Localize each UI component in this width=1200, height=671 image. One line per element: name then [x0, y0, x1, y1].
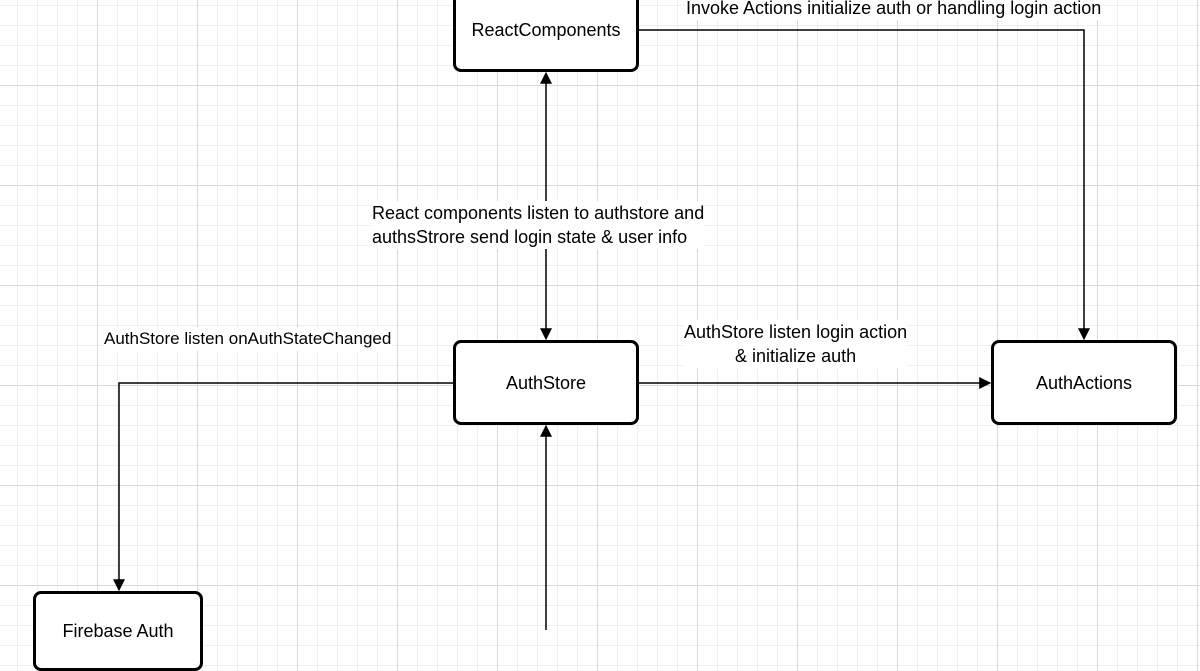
login-action-label-line-1: AuthStore listen login action — [684, 322, 908, 342]
arrow-react-to-actions — [639, 29, 1090, 341]
firebase-auth-label: Firebase Auth — [62, 621, 174, 641]
auth-store-node[interactable]: AuthStore — [453, 340, 639, 425]
auth-store-label: AuthStore — [505, 372, 587, 393]
react-components-label: ReactComponents — [471, 20, 621, 40]
login-action-label-line-2: & initialize auth — [735, 346, 857, 366]
react-components-node[interactable]: ReactComponents — [453, 0, 639, 72]
auth-actions-label: AuthActions — [1035, 372, 1133, 393]
invoke-actions-label: Invoke Actions initialize auth or handli… — [686, 0, 1102, 20]
components-listen-label-line-2: authsStrore send login state & user info — [372, 227, 688, 247]
login-action-label: AuthStore listen login action & initiali… — [684, 320, 908, 368]
components-listen-label: React components listen to authstore and… — [372, 201, 705, 249]
components-listen-label-line-1: React components listen to authstore and — [372, 203, 705, 223]
firebase-auth-node[interactable]: Firebase Auth — [33, 591, 203, 671]
auth-state-changed-label: AuthStore listen onAuthStateChanged — [104, 327, 392, 351]
arrow-store-to-firebase — [113, 382, 453, 592]
connector-layer — [113, 29, 1090, 630]
auth-actions-node[interactable]: AuthActions — [991, 340, 1177, 425]
